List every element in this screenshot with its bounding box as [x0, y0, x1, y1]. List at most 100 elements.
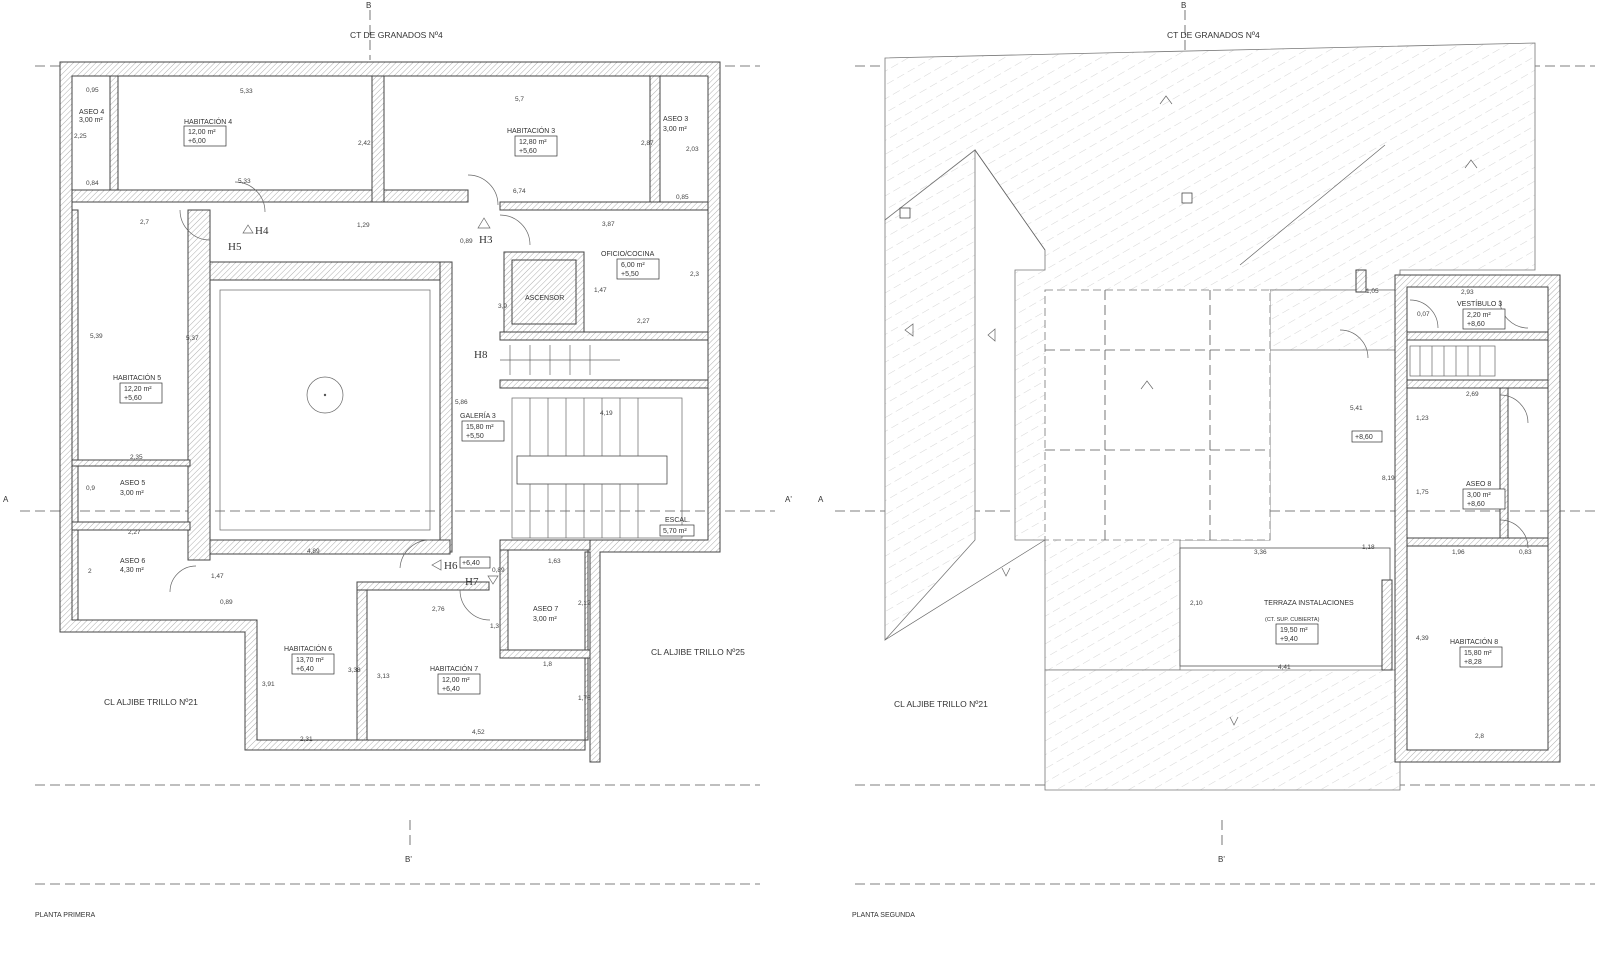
section-a-left-label: A: [818, 495, 824, 504]
room-tag-box: [183, 125, 227, 147]
slope-arrow-icon: [1229, 716, 1239, 726]
patio-void: [1044, 289, 1271, 541]
room-area: 3,00 m²: [79, 117, 103, 124]
room-name: ASEO 7: [533, 606, 558, 613]
room-tag-box: [461, 420, 505, 442]
section-b-top-label: B: [366, 1, 371, 10]
tag-h8: H8: [474, 349, 488, 361]
dimensions-first-floor: 0,95 5,33 5,7 2,25 2,42 0,84 5,33 2,87 2…: [74, 87, 699, 743]
room-area: 3,00 m²: [120, 490, 144, 497]
room-level: +9,40: [1280, 636, 1298, 643]
room-tag-box: [1462, 488, 1506, 510]
dimension-label: 5,39: [90, 333, 103, 340]
outer-walls: [59, 61, 721, 763]
tag-h6-level-box: [459, 556, 491, 569]
room-name: ASEO 3: [663, 116, 688, 123]
dimension-label: 5,33: [238, 178, 251, 185]
room-level: +6,40: [296, 666, 314, 673]
tag-h5: H5: [228, 241, 242, 253]
dimension-label: 0,89: [460, 238, 473, 245]
room-tag-box: [616, 258, 660, 280]
dimension-label: 2,76: [432, 606, 445, 613]
room-name: ASEO 6: [120, 558, 145, 565]
dimension-label: 6,74: [513, 188, 526, 195]
plan-title: PLANTA SEGUNDA: [852, 912, 915, 919]
patio-fountain-center: [323, 393, 327, 397]
elevation-tags: H3 H4 H5 H6 +6,40 H7 H8: [228, 217, 499, 588]
dimension-label: 3,38: [348, 667, 361, 674]
dimension-label: 3,9: [498, 303, 507, 310]
dimension-label: 4,19: [600, 410, 613, 417]
room-name: HABITACIÓN 7: [430, 664, 478, 673]
dimension-label: 1,8: [543, 661, 552, 668]
slope-arrow-icon: [1001, 567, 1011, 577]
dimension-label: 3,91: [262, 681, 275, 688]
section-a-right-label: A': [785, 495, 792, 504]
dimension-label: 1,47: [594, 287, 607, 294]
room-area: 2,20 m²: [1467, 312, 1491, 319]
dimension-label: 2,10: [1190, 600, 1203, 607]
dimension-label: 4,41: [1278, 664, 1291, 671]
dimension-label: 3,13: [377, 673, 390, 680]
dimension-label: 1,05: [1366, 288, 1379, 295]
dimensions-second-floor: 1,05 2,93 0,07 2,69 1,23 5,41 8,19 1,75 …: [1190, 288, 1532, 740]
dimension-label: 0,89: [492, 567, 505, 574]
room-level: +8,28: [1464, 659, 1482, 666]
street-left-label: CL ALJIBE TRILLO Nº21: [894, 699, 988, 709]
interior-walls: [71, 75, 709, 741]
room-area: 15,80 m²: [466, 424, 494, 431]
dimension-label: 5,86: [455, 399, 468, 406]
rooms-first-floor: ASEO 4 3,00 m² HABITACIÓN 4 12,00 m² +6,…: [79, 109, 695, 695]
room-area: 13,70 m²: [296, 657, 324, 664]
doors-first-floor: [169, 174, 531, 621]
dimension-label: 2,03: [686, 146, 699, 153]
room-area: 4,30 m²: [120, 567, 144, 574]
section-b-top-label: B: [1181, 1, 1186, 10]
room-name: ESCAL.: [665, 517, 690, 524]
room-area: 5,70 m²: [663, 528, 687, 535]
street-right-label: CL ALJIBE TRILLO Nº25: [651, 647, 745, 657]
dimension-label: 2,27: [128, 529, 141, 536]
room-name: HABITACIÓN 8: [1450, 637, 1498, 646]
room-area: 12,00 m²: [442, 677, 470, 684]
plan-first-floor: B CT DE GRANADOS Nº4 B' A A': [3, 1, 792, 919]
room-tag-box: [291, 653, 335, 675]
room-area: 3,00 m²: [663, 126, 687, 133]
dimension-label: 0,84: [86, 180, 99, 187]
street-top-label: CT DE GRANADOS Nº4: [350, 30, 443, 40]
room-area: 3,00 m²: [533, 616, 557, 623]
room-name: VESTÍBULO 3: [1457, 299, 1502, 308]
room-tag-box: [1462, 308, 1506, 330]
dimension-label: 1,75: [1416, 489, 1429, 496]
dimension-label: 2,42: [358, 140, 371, 147]
dimension-label: 0,83: [1519, 549, 1532, 556]
stair-level: +8,60: [1355, 434, 1373, 441]
room-area: 12,80 m²: [519, 139, 547, 146]
room-name: HABITACIÓN 5: [113, 373, 161, 382]
dimension-label: 2,12: [578, 600, 591, 607]
street-top-label: CT DE GRANADOS Nº4: [1167, 30, 1260, 40]
room-name: ASEO 4: [79, 109, 104, 116]
room-area: 12,00 m²: [188, 129, 216, 136]
room-tag-box: [1459, 646, 1503, 668]
slope-arrow-icon: [1464, 159, 1478, 169]
dimension-label: 0,89: [220, 599, 233, 606]
dimension-label: 2: [88, 568, 92, 575]
tag-h6-arrow-icon: [431, 559, 442, 571]
slope-arrow-icon: [904, 323, 914, 337]
dimension-label: 1,47: [211, 573, 224, 580]
dimension-label: 5,41: [1350, 405, 1363, 412]
room-area: 12,20 m²: [124, 386, 152, 393]
patio-fountain: [306, 376, 344, 414]
slope-arrow-icon: [1159, 95, 1173, 105]
dimension-label: 4,89: [307, 548, 320, 555]
dimension-label: 1,96: [1452, 549, 1465, 556]
dimension-label: 0,07: [1417, 311, 1430, 318]
rooms-second-floor: VESTÍBULO 3 2,20 m² +8,60 ASEO 8 3,00 m²…: [1264, 299, 1506, 668]
dimension-label: 4,52: [472, 729, 485, 736]
dimension-label: 1,23: [1416, 415, 1429, 422]
dimension-label: 3,87: [602, 221, 615, 228]
dimension-label: 0,9: [86, 485, 95, 492]
dimension-label: 2,25: [74, 133, 87, 140]
